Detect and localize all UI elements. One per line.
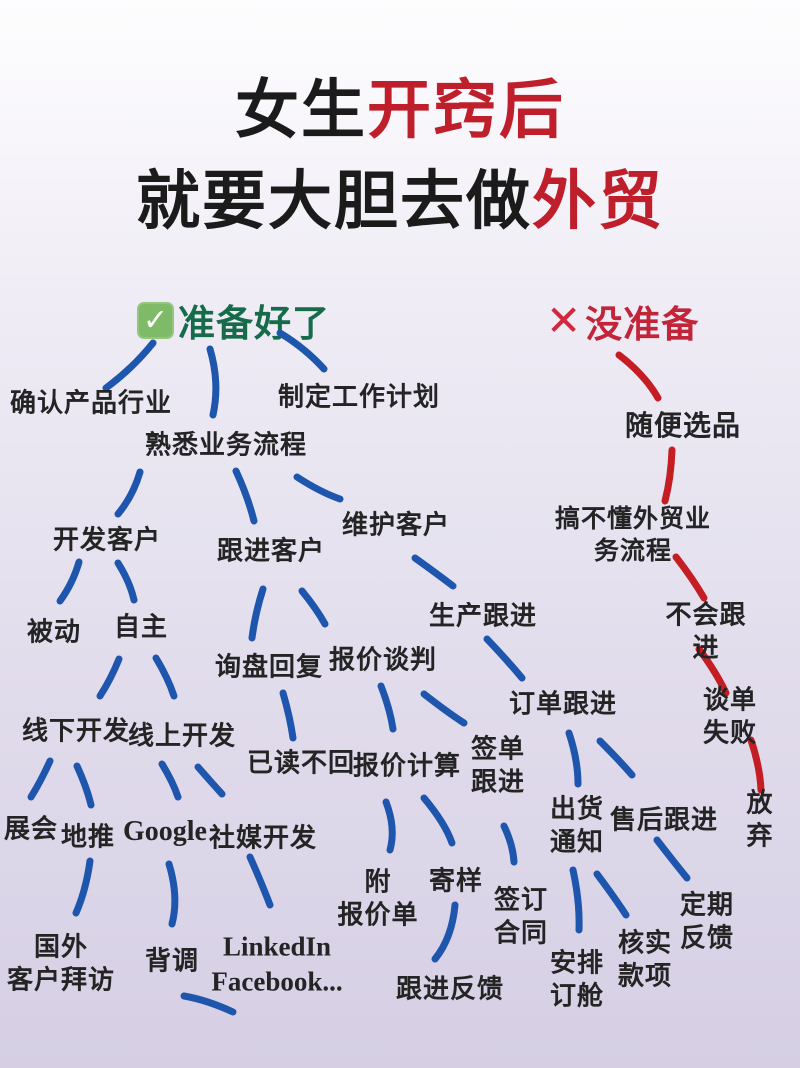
title-line-2: 就要大胆去做外贸 [0, 157, 800, 248]
arrow-shipment-to-verify [593, 870, 630, 919]
node-inquiry-reply: 询盘回复 [214, 652, 324, 682]
arrow-fail-to-give-up [747, 736, 765, 794]
arrow-notready-to-random-pick [615, 351, 662, 402]
node-aftersales-follow: 售后跟进 [609, 805, 719, 835]
arrow-ready-to-work-plan [276, 329, 328, 373]
arrow-google-to-background-check [165, 860, 179, 928]
arrow-ready-to-confirm-industry [102, 339, 157, 392]
arrow-facebook-to-background-check [180, 992, 237, 1016]
arrow-random-to-dont-understand [661, 446, 676, 505]
node-sign-follow: 签单 跟进 [470, 734, 526, 797]
arrow-aftersales-to-regular [653, 836, 691, 882]
check-glyph: ✓ [142, 302, 169, 338]
node-production-follow: 生产跟进 [428, 601, 538, 631]
node-offline-dev: 线下开发 [21, 716, 131, 746]
page-title: 女生开窍后 就要大胆去做外贸 [0, 66, 800, 248]
node-exhibition: 展会 [3, 814, 59, 844]
node-quote-negotiation: 报价谈判 [328, 645, 438, 675]
node-arrange-shipping: 安排 订舱 [549, 948, 605, 1011]
node-follow-feedback: 跟进反馈 [395, 974, 505, 1004]
node-social-dev: 社媒开发 [208, 823, 318, 853]
node-follow-customers: 跟进客户 [216, 536, 326, 566]
arrow-calc-to-sampling [420, 794, 456, 847]
node-regular-feedback: 定期 反馈 [679, 890, 735, 953]
arrow-online-to-social [194, 763, 226, 798]
node-linkedin-facebook: LinkedIn Facebook... [211, 931, 343, 996]
node-google: Google [123, 816, 207, 848]
arrow-inquiry-to-read-no-reply [279, 689, 297, 742]
node-overseas-visit: 国外 客户拜访 [6, 932, 116, 995]
node-develop-customers: 开发客户 [52, 525, 162, 555]
arrow-social-to-linkedin [246, 853, 274, 909]
arrow-quoteneg-to-quote-calc [377, 682, 397, 733]
arrow-maintain-to-production [411, 554, 457, 590]
arrow-develop-to-active [114, 559, 138, 604]
node-order-follow: 订单跟进 [508, 689, 618, 719]
node-sign-contract: 签订 合同 [493, 885, 549, 948]
arrow-sampling-to-follow-feedback [431, 901, 459, 963]
arrow-active-to-offline [96, 655, 123, 700]
arrow-promo-to-overseas [72, 857, 94, 917]
node-familiar-process: 熟悉业务流程 [144, 430, 308, 460]
title-seg-black-2: 就要大胆去做 [136, 165, 532, 237]
arrow-online-to-google [158, 760, 182, 801]
node-give-up: 放弃 [746, 788, 774, 851]
node-passive: 被动 [26, 617, 82, 647]
node-attach-quote: 附 报价单 [337, 867, 419, 930]
arrow-offline-to-promo [73, 762, 95, 809]
branch-notready-header: ✕ 没准备 [546, 294, 699, 348]
arrow-cant-to-deal-fail [695, 645, 730, 697]
node-deal-fail: 谈单失败 [702, 685, 757, 748]
node-background-check: 背调 [144, 946, 200, 976]
branch-ready-label: 准备好了 [178, 304, 330, 345]
node-quote-calc: 报价计算 [352, 751, 462, 781]
arrow-order-to-shipment [565, 729, 582, 788]
title-seg-red-1: 开窍后 [367, 75, 565, 146]
node-work-plan: 制定工作计划 [277, 382, 441, 412]
node-dont-understand-process: 搞不懂外贸业务流程 [554, 506, 711, 565]
node-online-dev: 线上开发 [127, 721, 237, 751]
check-icon: ✓ [137, 301, 174, 339]
arrow-shipment-to-arrange [569, 866, 583, 934]
arrow-dont-to-cant-follow [672, 553, 708, 602]
arrow-familiar-to-maintain [293, 473, 344, 503]
node-shipment-notice: 出货 通知 [549, 794, 605, 857]
branch-ready-header: ✓ 准备好了 [137, 293, 330, 347]
node-cant-follow: 不会跟进 [665, 600, 747, 663]
x-icon: ✕ [546, 296, 582, 345]
arrow-quoteneg-to-sign-follow [420, 690, 468, 727]
arrow-active-to-online [152, 654, 178, 700]
arrow-offline-to-exhibition [27, 757, 54, 801]
arrow-familiar-to-follow [232, 467, 258, 525]
node-confirm-industry: 确认产品行业 [9, 388, 173, 418]
node-ground-promo: 地推 [60, 822, 116, 852]
node-read-no-reply: 已读不回 [246, 748, 356, 778]
branch-notready-label: 没准备 [585, 305, 700, 346]
title-line-1: 女生开窍后 [0, 66, 800, 157]
arrow-develop-to-passive [56, 558, 83, 605]
node-active-dev: 自主 [113, 612, 169, 642]
arrow-follow-to-inquiry [248, 585, 267, 642]
node-maintain-customers: 维护客户 [341, 510, 451, 540]
arrow-order-to-aftersales [596, 737, 636, 779]
arrow-production-to-order [483, 635, 526, 682]
arrow-familiar-to-develop [114, 468, 144, 518]
node-sampling: 寄样 [428, 866, 484, 896]
arrow-ready-to-familiar-process [206, 345, 220, 419]
title-seg-red-2: 外贸 [532, 165, 664, 237]
arrow-signfollow-to-contract [500, 822, 518, 866]
node-verify-payment: 核实 款项 [617, 928, 673, 991]
node-random-pick: 随便选品 [624, 411, 742, 443]
title-seg-black-1: 女生 [235, 75, 367, 146]
arrow-follow-to-quote-negotiation [298, 587, 329, 628]
arrow-calc-to-attach-quote [382, 798, 396, 854]
